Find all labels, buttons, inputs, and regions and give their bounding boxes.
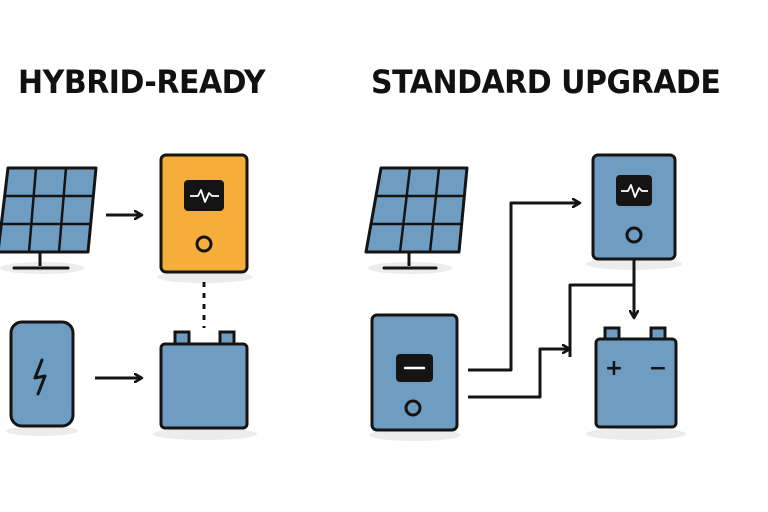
inverter-knob	[625, 226, 643, 244]
wire-controller-to-inverter	[468, 203, 580, 372]
lightning-bolt-icon	[33, 358, 47, 396]
battery-positive-label: +	[605, 356, 623, 381]
hybrid-inverter-icon	[157, 153, 253, 283]
standard-upgrade-panel: + −	[364, 153, 686, 441]
wire-controller-to-battery	[468, 349, 570, 399]
inverter-knob	[195, 235, 213, 253]
charge-controller-icon	[369, 313, 461, 441]
standard-upgrade-title: STANDARD UPGRADE	[371, 64, 721, 102]
hybrid-ready-panel	[0, 153, 257, 440]
solar-panel-icon	[0, 166, 98, 274]
battery-negative-label: −	[649, 356, 667, 381]
hybrid-ready-title: HYBRID-READY	[18, 64, 266, 102]
power-bank-icon	[6, 320, 78, 436]
waveform-icon	[190, 189, 219, 203]
solar-panel-icon	[364, 166, 469, 274]
inverter-display	[184, 180, 224, 211]
battery-icon: + −	[586, 326, 686, 440]
wire-bypass	[568, 283, 634, 357]
standard-inverter-icon	[586, 153, 682, 270]
waveform-icon	[621, 184, 648, 198]
inverter-display	[616, 175, 652, 206]
controller-knob	[404, 399, 422, 417]
battery-icon	[153, 330, 257, 440]
